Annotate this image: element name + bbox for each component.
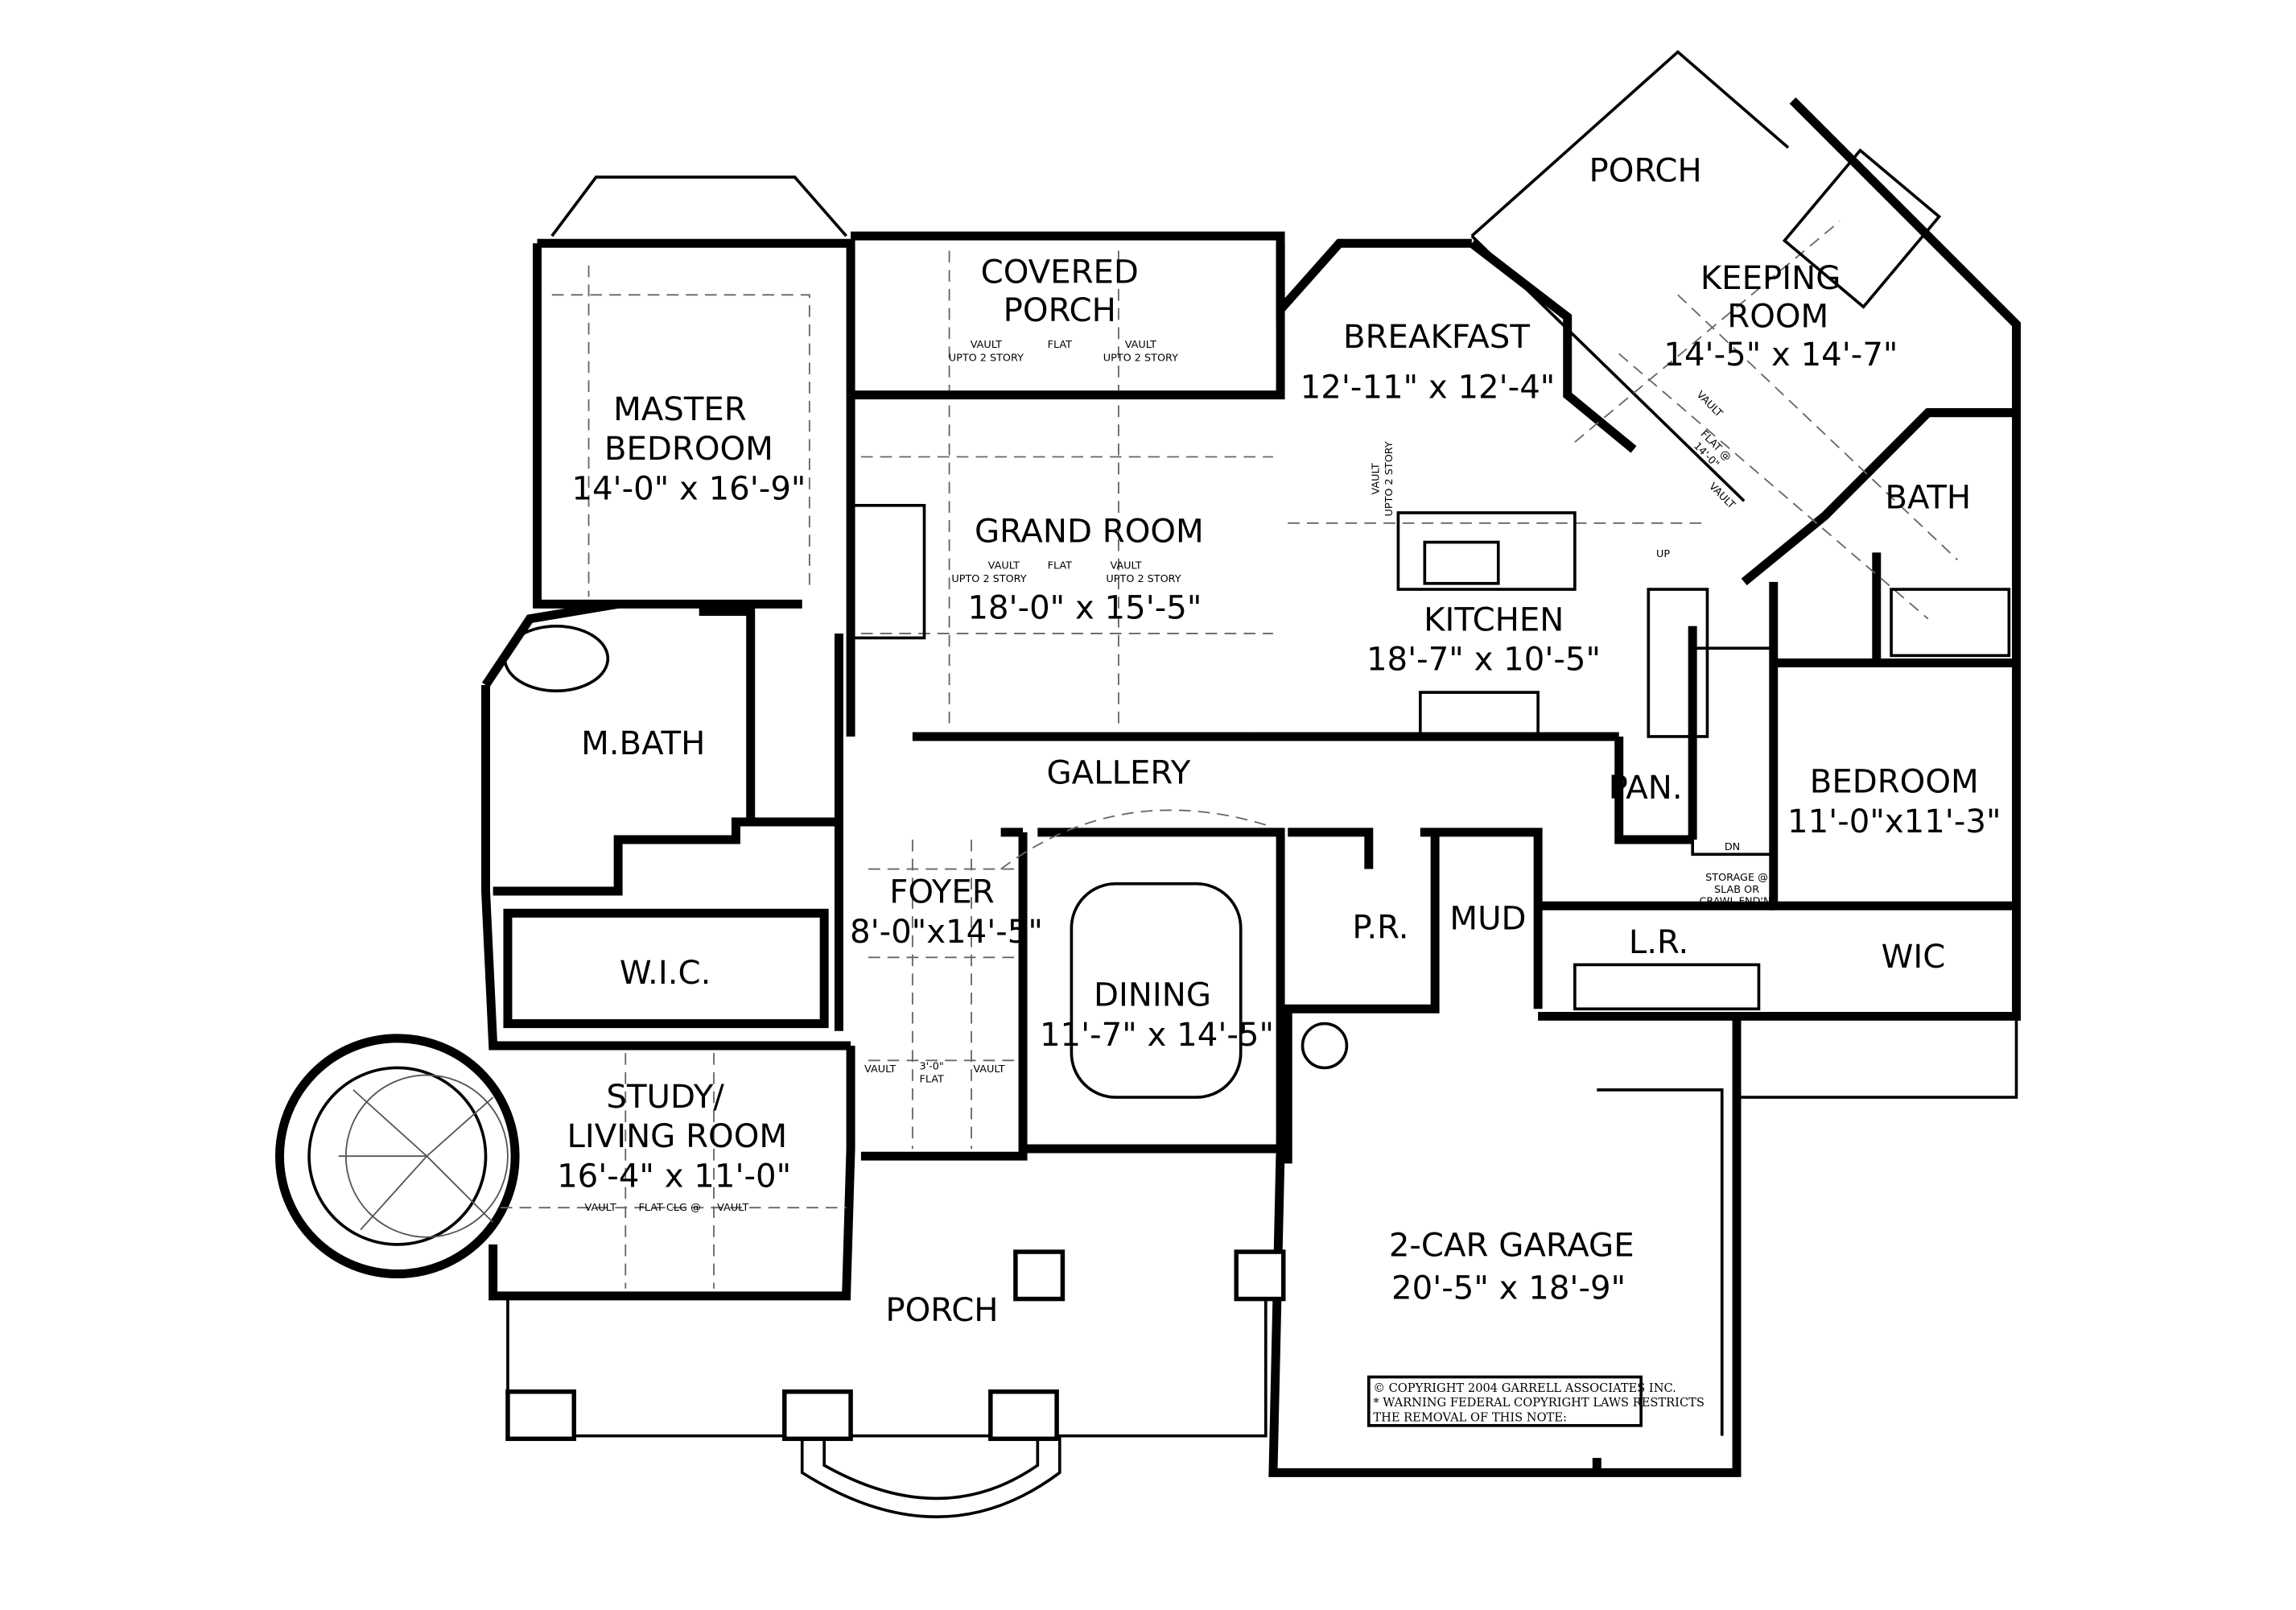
master-bath-label: M.BATH (581, 725, 705, 762)
ceiling-note: VAULT (1694, 389, 1725, 419)
ceiling-note: VAULT (1371, 463, 1383, 494)
fireplace (849, 504, 926, 640)
bathtub (503, 624, 610, 693)
ceiling-note: FLAT (1048, 339, 1073, 351)
storage-note-2: SLAB OR (1714, 884, 1759, 896)
ceiling-note: VAULT (585, 1202, 616, 1214)
bath-label: BATH (1885, 479, 1971, 516)
ceiling-note: VAULT (1706, 481, 1737, 511)
master-wic-label: W.I.C. (620, 955, 711, 992)
dining-label: DINING (1094, 977, 1211, 1014)
ceiling-note: 3'-0" (920, 1060, 944, 1072)
ceiling-note: FLAT (1048, 559, 1073, 572)
copyright-line: THE REMOVAL OF THIS NOTE: (1373, 1410, 1567, 1424)
laundry-counter (1573, 963, 1761, 1011)
grand-room-label: GRAND ROOM (975, 514, 1204, 551)
ceiling-note: VAULT (864, 1063, 896, 1075)
ceiling-note: VAULT (971, 339, 1002, 351)
cooktop (1419, 691, 1540, 738)
study-label-2: LIVING ROOM (567, 1118, 787, 1155)
foyer-size: 8'-0"x14'-5" (850, 914, 1043, 951)
ceiling-note: VAULT (717, 1202, 748, 1214)
ceiling-note: UPTO 2 STORY (951, 573, 1026, 585)
study-label-1: STUDY/ (606, 1079, 724, 1116)
fixtures (503, 148, 2011, 1099)
bedroom-label: BEDROOM (1810, 763, 1979, 800)
keeping-fireplace (1782, 148, 1942, 309)
ceiling-note: VAULT (1125, 339, 1156, 351)
keeping-ceiling-notes: VAULT FLAT @ 14'-0" VAULT (1691, 389, 1737, 511)
kitchen-size: 18'-7" x 10'-5" (1366, 642, 1601, 679)
powder-room-label: P.R. (1352, 910, 1408, 947)
master-bedroom-label-1: MASTER (613, 391, 747, 428)
grand-room-size: 18'-0" x 15'-5" (967, 590, 1202, 627)
ceiling-note: FLAT (919, 1074, 944, 1086)
covered-porch-label-1: COVERED (981, 254, 1139, 291)
rear-porch-label: PORCH (1589, 152, 1702, 189)
shower (1890, 588, 2011, 658)
tower-stair (274, 1034, 520, 1278)
front-porch-label: PORCH (885, 1292, 998, 1329)
study-size: 16'-4" x 11'-0" (557, 1158, 791, 1195)
water-heater (1301, 1022, 1349, 1070)
covered-porch-label-2: PORCH (1004, 292, 1116, 329)
kitchen-sink (1423, 540, 1500, 585)
storage-note-3: CRAWL FND'N. (1699, 895, 1774, 907)
ceiling-note: FLAT CLG @ (638, 1202, 700, 1214)
keeping-room-label-2: ROOM (1727, 299, 1828, 336)
master-bedroom-size: 14'-0" x 16'-9" (571, 471, 806, 508)
master-bedroom-label-2: BEDROOM (604, 431, 773, 468)
keeping-room-size: 14'-5" x 14'-7" (1663, 336, 1898, 374)
breakfast-size: 12'-11" x 12'-4" (1301, 369, 1556, 406)
ceiling-note: UPTO 2 STORY (949, 353, 1024, 365)
storage-note-1: STORAGE @ (1705, 872, 1768, 884)
wic-label: WIC (1882, 939, 1946, 976)
dining-size: 11'-7" x 14'-5" (1040, 1017, 1274, 1054)
dining-table (1070, 882, 1243, 1099)
copyright-note: © COPYRIGHT 2004 GARRELL ASSOCIATES INC.… (1366, 1375, 1704, 1427)
ceiling-note: UPTO 2 STORY (1103, 353, 1178, 365)
stairs-down (1691, 646, 1775, 857)
kitchen-label: KITCHEN (1424, 601, 1564, 638)
keeping-room-label-1: KEEPING (1700, 260, 1841, 297)
stair-up-label: UP (1656, 548, 1670, 560)
ceiling-note: VAULT (1110, 559, 1141, 572)
foyer-label: FOYER (889, 874, 995, 911)
ceiling-lines (500, 221, 1958, 1289)
ceiling-note: UPTO 2 STORY (1383, 441, 1395, 516)
garage-label: 2-CAR GARAGE (1389, 1228, 1634, 1265)
breakfast-label: BREAKFAST (1343, 319, 1530, 356)
mud-label: MUD (1449, 901, 1526, 938)
laundry-label: L.R. (1629, 924, 1689, 961)
kitchen-ceiling-notes: VAULT UPTO 2 STORY (1371, 441, 1395, 516)
copyright-line: © COPYRIGHT 2004 GARRELL ASSOCIATES INC. (1373, 1381, 1676, 1395)
kitchen-island (1396, 511, 1577, 591)
stair-down-label: DN (1725, 841, 1740, 853)
gallery-label: GALLERY (1047, 754, 1191, 791)
ceiling-note: VAULT (973, 1063, 1004, 1075)
copyright-line: * WARNING FEDERAL COPYRIGHT LAWS RESTRIC… (1373, 1396, 1704, 1410)
bedroom-size: 11'-0"x11'-3" (1787, 803, 2001, 840)
garage-size: 20'-5" x 18'-9" (1391, 1270, 1626, 1307)
porch-columns (505, 1249, 1286, 1442)
stairs (1647, 588, 1709, 738)
pantry-label: PAN. (1609, 770, 1683, 807)
ceiling-note: VAULT (988, 559, 1020, 572)
ceiling-note: UPTO 2 STORY (1106, 573, 1181, 585)
